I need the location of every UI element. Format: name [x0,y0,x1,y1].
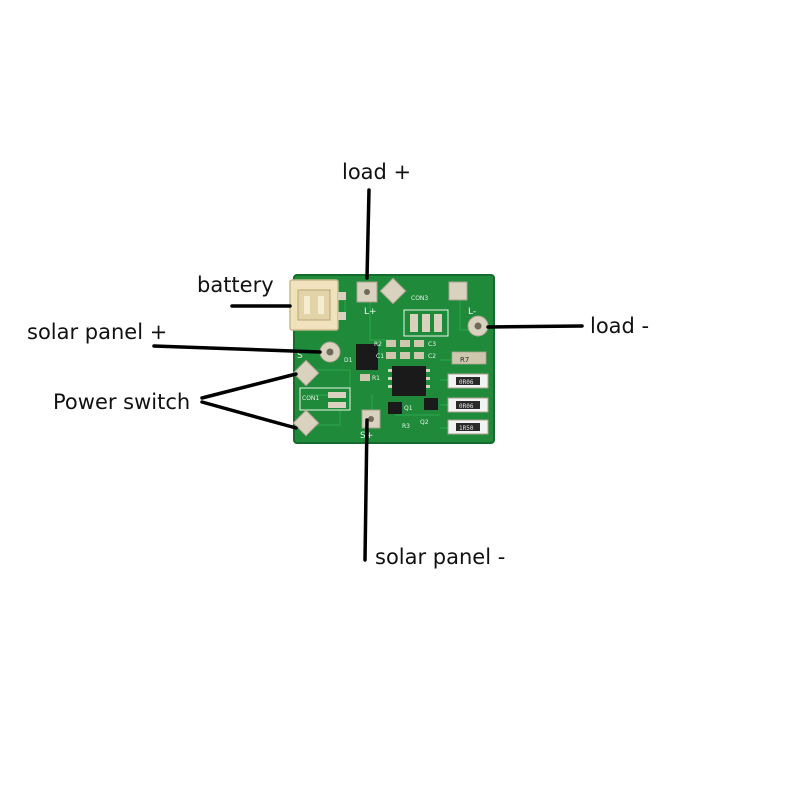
battery-connector-pin [318,296,324,314]
label-solar-minus: solar panel - [375,545,506,569]
main-ic [392,366,426,396]
con3-outline [403,309,449,337]
battery-connector-tab [338,312,346,320]
q1-transistor [388,402,402,414]
load-plus-hole [364,289,370,295]
smd-r2 [386,340,396,347]
resistor-code-c: 1R50 [459,425,474,432]
silk-r1: R1 [372,375,380,382]
con3-pin [410,314,418,332]
r7-resistor [451,351,487,365]
pads [292,277,489,437]
battery-connector-socket [297,289,331,321]
leader-switch-top [200,372,298,400]
silk-q2: Q2 [420,419,429,426]
load-minus-hole [474,322,482,330]
leader-solar-minus [363,418,369,562]
smd-r1 [360,374,370,381]
silk-c3: C3 [428,341,436,348]
silk-l-plus: L+ [364,307,377,317]
pad-square [448,281,468,301]
leader-solar-plus [152,344,322,354]
label-power-switch: Power switch [53,390,191,414]
switch-pad-bottom [292,409,320,437]
con1-outline [299,387,351,411]
leader-load-minus [486,324,584,329]
smd-c1 [386,352,396,359]
silk-r7: R7 [460,356,469,364]
con3-pin [422,314,430,332]
solar-plus-hole [326,348,334,356]
silk-c2: C2 [428,353,436,360]
label-load-minus: load - [590,314,650,338]
q2-transistor [424,398,438,410]
con1-pin [328,392,346,398]
smd-c3 [414,340,424,347]
silk-s: S [297,351,303,361]
components [328,314,489,435]
leader-switch-bottom [200,400,298,430]
silk-outlines [299,309,449,411]
resistor-code-b: 0R06 [459,403,474,410]
battery-connector-tab [338,292,346,300]
con3-pin [434,314,442,332]
smd-part [400,352,410,359]
silk-d1: D1 [344,357,353,364]
resistor-code-a: 0R06 [459,379,474,386]
shunt-resistor-b-body [456,401,480,409]
leader-load-plus [365,188,371,280]
label-solar-plus: solar panel + [27,320,168,344]
silk-r2: R2 [374,341,382,348]
smd-c2 [414,352,424,359]
label-load-plus: load + [342,160,412,184]
silk-c1: C1 [376,353,384,360]
leader-lines [152,188,584,562]
con1-pin [328,402,346,408]
smd-part [400,340,410,347]
switch-pad-top [292,359,320,387]
battery-connector [289,279,346,331]
silk-q1: Q1 [404,405,413,412]
shunt-resistor-a-body [456,377,480,385]
battery-connector-pin [304,296,310,314]
d1-diode [356,344,378,370]
label-battery: battery [197,273,274,297]
silk-l-minus: L- [468,307,476,317]
shunt-resistor-c-body [456,423,480,431]
silk-con1: CON1 [302,395,319,402]
solar-minus-hole [368,416,374,422]
silk-con3: CON3 [411,295,428,302]
silk-r3: R3 [402,423,410,430]
pad-diamond [379,277,407,305]
main-ic-pins [388,369,430,388]
